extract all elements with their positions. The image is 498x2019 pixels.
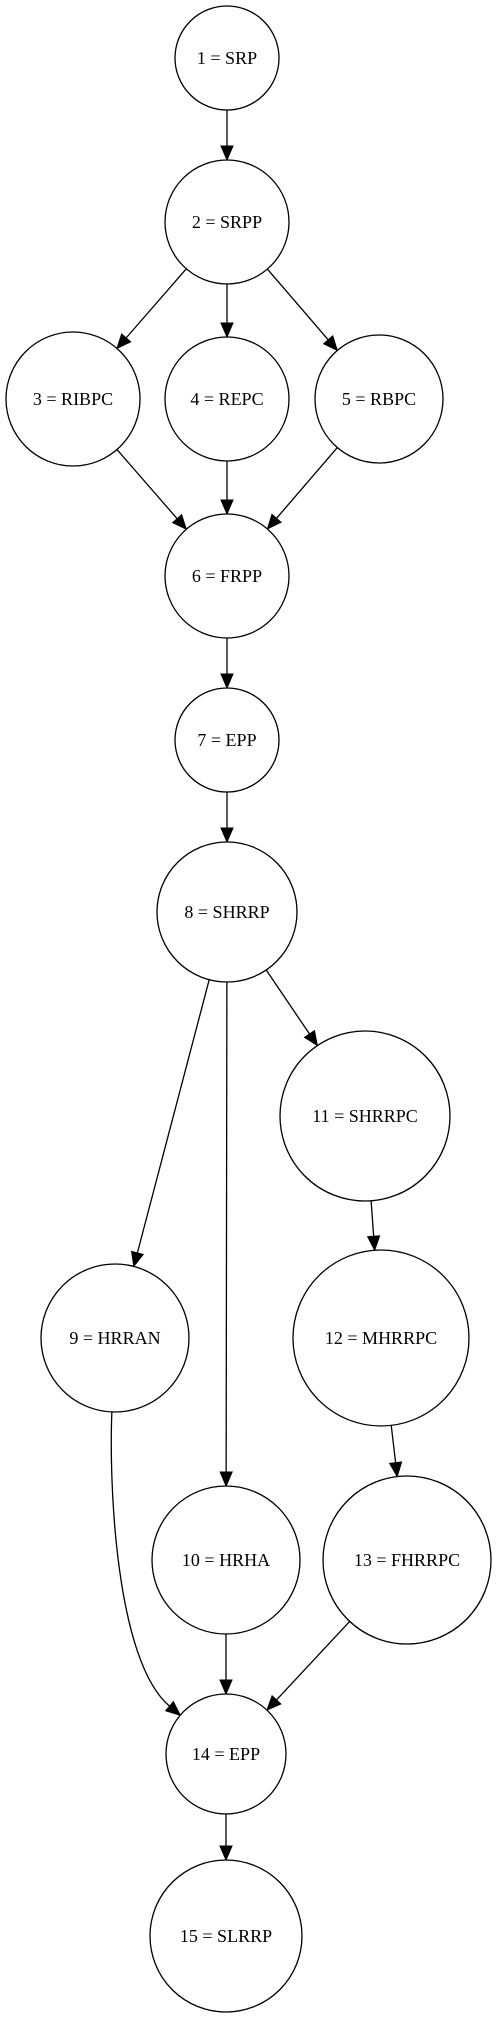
node-7: 7 = EPP (174, 687, 280, 793)
edge-11-to-12 (366, 1200, 381, 1252)
node-circle (314, 334, 444, 464)
arrowhead-icon (388, 1461, 403, 1478)
arrowhead-icon (322, 335, 339, 352)
edge-3-to-6 (116, 449, 188, 531)
node-circle (151, 1485, 301, 1635)
node-circle (164, 336, 290, 462)
node-label: 2 = SRPP (192, 212, 262, 232)
node-9: 9 = HRRAN (40, 1263, 190, 1413)
arrowhead-icon (219, 1471, 233, 1488)
node-circle (292, 1249, 470, 1427)
arrowhead-icon (220, 322, 234, 339)
node-5: 5 = RBPC (314, 334, 444, 464)
edge-line (276, 1620, 351, 1701)
edge-line (266, 268, 329, 341)
edge-2-to-3 (116, 268, 187, 350)
edge-14-to-15 (219, 1814, 233, 1862)
arrowhead-icon (164, 1700, 182, 1717)
node-circle (174, 687, 280, 793)
arrowhead-icon (303, 1029, 319, 1047)
node-label: 13 = FHRRPC (354, 1550, 460, 1570)
edge-6-to-7 (220, 638, 234, 690)
edge-9-to-14 (110, 1411, 182, 1717)
edge-8-to-9 (130, 979, 210, 1268)
node-label: 1 = SRP (197, 48, 257, 68)
node-label: 15 = SLRRP (180, 1926, 272, 1946)
node-14: 14 = EPP (165, 1693, 287, 1815)
node-label: 11 = SHRRPC (312, 1106, 418, 1126)
edge-13-to-14 (266, 1620, 351, 1712)
edge-line (116, 449, 178, 520)
node-label: 7 = EPP (197, 730, 256, 750)
node-circle (322, 1475, 492, 1645)
node-circle (149, 1859, 303, 2013)
arrowhead-icon (220, 827, 234, 844)
node-11: 11 = SHRRPC (279, 1030, 451, 1202)
node-13: 13 = FHRRPC (322, 1475, 492, 1645)
edge-layer (110, 110, 403, 1862)
edge-line (390, 1425, 397, 1463)
edge-line (110, 1411, 170, 1707)
edge-line (370, 1200, 375, 1237)
arrowhead-icon (130, 1250, 145, 1268)
node-2: 2 = SRPP (164, 159, 290, 285)
node-circle (165, 1693, 287, 1815)
arrowhead-icon (116, 333, 132, 350)
node-label: 14 = EPP (192, 1744, 260, 1764)
edge-12-to-13 (388, 1425, 403, 1478)
edge-line (276, 447, 338, 519)
node-label: 12 = MHRRPC (325, 1328, 437, 1348)
arrowhead-icon (219, 1845, 233, 1862)
node-layer: 1 = SRP 2 = SRPP 3 = RIBPC 4 = REPC 5 = RBPC… (5, 5, 492, 2013)
edge-7-to-8 (220, 792, 234, 844)
node-label: 3 = RIBPC (33, 389, 113, 409)
node-label: 6 = FRPP (192, 566, 262, 586)
node-3: 3 = RIBPC (5, 331, 141, 467)
edge-line (265, 969, 311, 1035)
arrowhead-icon (220, 499, 234, 516)
node-6: 6 = FRPP (164, 513, 290, 639)
node-label: 8 = SHRRP (184, 902, 269, 922)
node-circle (156, 841, 298, 983)
node-circle (40, 1263, 190, 1413)
arrowhead-icon (220, 145, 234, 162)
node-circle (164, 159, 290, 285)
node-8: 8 = SHRRP (156, 841, 298, 983)
edge-line (136, 979, 210, 1254)
node-4: 4 = REPC (164, 336, 290, 462)
node-circle (164, 513, 290, 639)
edge-2-to-5 (266, 268, 339, 352)
arrowhead-icon (219, 1679, 233, 1696)
arrowhead-icon (366, 1235, 381, 1252)
edge-2-to-4 (220, 284, 234, 339)
edge-5-to-6 (266, 447, 338, 530)
node-label: 10 = HRHA (182, 1550, 270, 1570)
edge-8-to-11 (265, 969, 319, 1047)
arrowhead-icon (266, 513, 282, 530)
node-circle (174, 5, 280, 111)
node-1: 1 = SRP (174, 5, 280, 111)
node-circle (279, 1030, 451, 1202)
node-15: 15 = SLRRP (149, 1859, 303, 2013)
node-label: 4 = REPC (190, 389, 263, 409)
node-label: 5 = RBPC (342, 389, 416, 409)
edge-line (125, 268, 187, 339)
arrowhead-icon (266, 1694, 282, 1712)
edge-line (225, 981, 228, 1473)
edge-4-to-6 (220, 461, 234, 516)
node-label: 9 = HRRAN (69, 1328, 160, 1348)
arrowhead-icon (220, 673, 234, 690)
node-10: 10 = HRHA (151, 1485, 301, 1635)
node-circle (5, 331, 141, 467)
node-12: 12 = MHRRPC (292, 1249, 470, 1427)
edge-10-to-14 (219, 1634, 233, 1696)
edge-1-to-2 (220, 110, 234, 162)
arrowhead-icon (171, 513, 188, 531)
edge-8-to-10 (219, 981, 233, 1488)
